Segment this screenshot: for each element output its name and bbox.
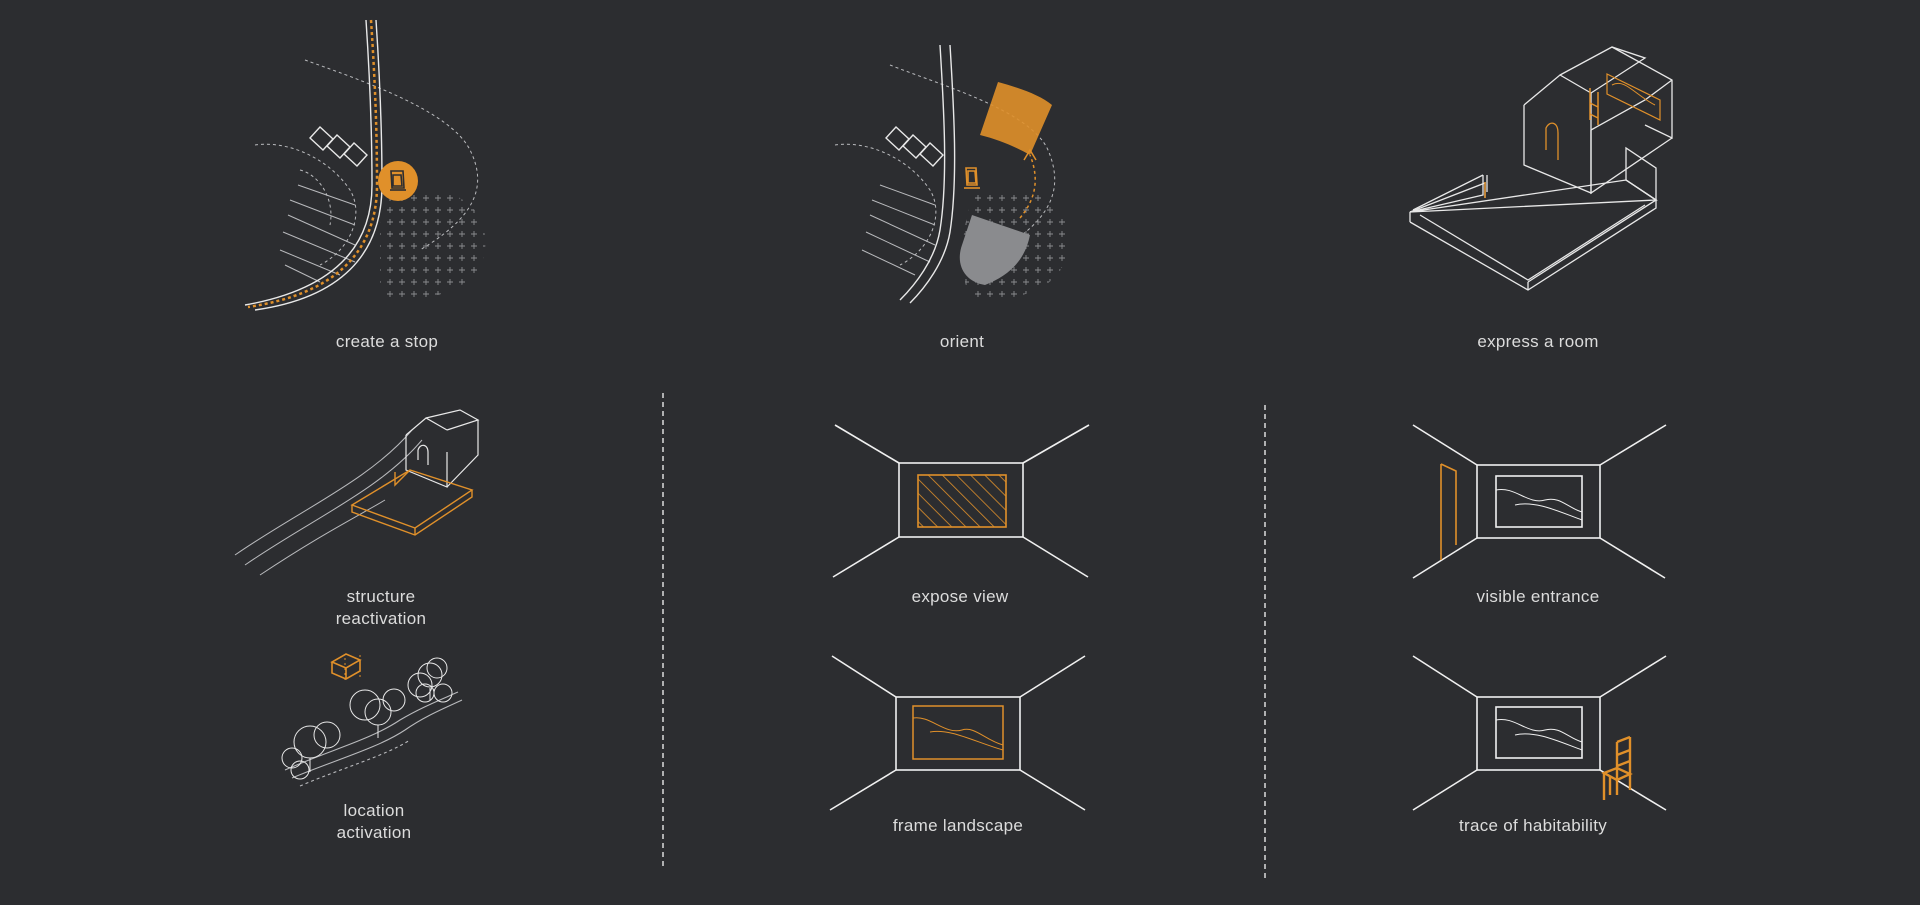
caption-trace-of-habitability: trace of habitability — [1458, 816, 1608, 835]
caption-structure-reactivation: structure reactivation — [251, 586, 511, 630]
caption-create-a-stop: create a stop — [335, 332, 439, 351]
caption-location-activation: location activation — [244, 800, 504, 844]
create-a-stop-diagram — [244, 19, 486, 311]
expose-view-diagram — [832, 424, 1090, 578]
caption-orient: orient — [939, 332, 985, 351]
caption-location-line1: location — [343, 801, 405, 820]
express-a-room-diagram — [1409, 46, 1673, 291]
caption-structure-line1: structure — [346, 587, 416, 606]
trace-of-habitability-diagram — [1412, 655, 1667, 811]
frame-landscape-diagram — [829, 655, 1086, 811]
structure-reactivation-diagram — [234, 409, 480, 576]
caption-location-line2: activation — [336, 823, 412, 842]
caption-structure-line2: reactivation — [335, 609, 427, 628]
location-activation-diagram — [281, 653, 463, 787]
orient-diagram — [834, 44, 1069, 304]
caption-express-a-room: express a room — [1477, 332, 1599, 351]
caption-visible-entrance: visible entrance — [1476, 587, 1600, 606]
caption-frame-landscape: frame landscape — [892, 816, 1024, 835]
visible-entrance-diagram — [1412, 424, 1667, 579]
caption-expose-view: expose view — [911, 587, 1009, 606]
